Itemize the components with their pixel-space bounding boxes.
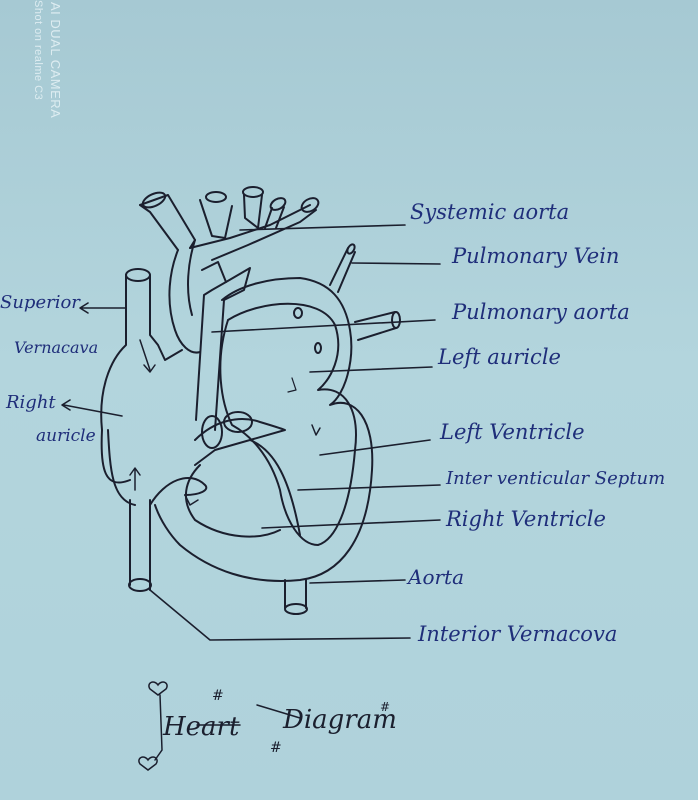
label-aorta: Aorta: [408, 565, 465, 589]
title-mark-1: #: [212, 688, 224, 704]
title-mark-2: #: [270, 740, 282, 756]
label-superior-vena-cava-line1: Superior: [0, 292, 80, 313]
label-inferior-vena-cava: Interior Vernacova: [418, 622, 618, 646]
label-left-ventricle: Left Ventricle: [440, 420, 585, 444]
watermark-line-2: Shot on realme C3: [32, 0, 44, 101]
heart-doodle-icon: [138, 756, 158, 771]
label-left-auricle: Left auricle: [438, 345, 561, 369]
title-diagram: Diagram: [283, 705, 397, 735]
label-superior-vena-cava-line2: Vernacava: [14, 338, 99, 357]
title-mark-3: #: [380, 700, 391, 714]
title-heart: Heart: [163, 712, 240, 742]
label-pulmonary-vein: Pulmonary Vein: [452, 244, 620, 268]
leader-lines: [61, 224, 441, 641]
label-right-auricle-line1: Right: [6, 392, 56, 413]
watermark-line-1: AI DUAL CAMERA: [48, 2, 63, 119]
camera-watermark: AI DUAL CAMERA Shot on realme C3: [4, 0, 64, 140]
heart-doodle-icon: [148, 681, 168, 696]
systemic-aorta-branches-icon: [139, 186, 287, 251]
label-interventricular-septum: Inter venticular Septum: [446, 468, 666, 489]
label-right-ventricle: Right Ventricle: [446, 507, 606, 531]
label-right-auricle-line2: auricle: [36, 426, 96, 446]
label-systemic-aorta: Systemic aorta: [410, 200, 570, 224]
label-pulmonary-aorta: Pulmonary aorta: [452, 300, 630, 324]
